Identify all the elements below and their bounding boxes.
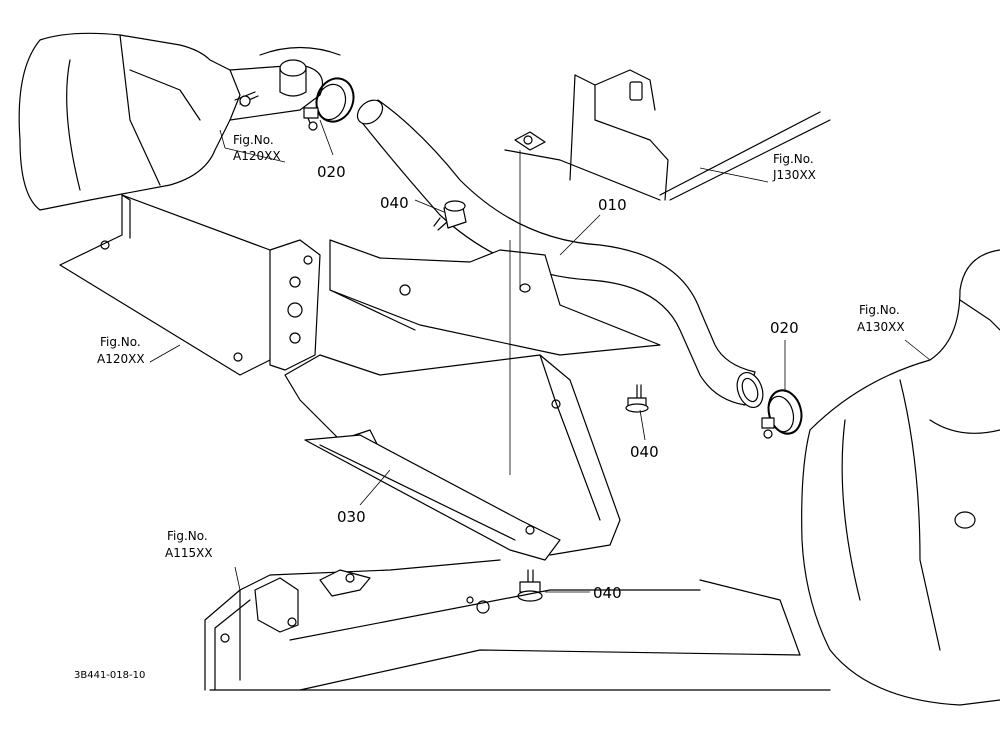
fig-ref-j130-code: J130XX [772, 168, 816, 182]
fig-ref-a130-heading: Fig.No. [859, 303, 900, 317]
engine-housing-right [801, 249, 1000, 706]
fig-ref-a120-top-code: A120XX [233, 149, 281, 163]
bracket-plate-left [59, 194, 321, 376]
bracket-top-right [504, 69, 831, 201]
part-label-030: 030 [337, 508, 366, 526]
part-label-020-right: 020 [770, 319, 799, 337]
fig-ref-a120-left-heading: Fig.No. [100, 335, 141, 349]
frame-bottom [204, 559, 831, 691]
radiator-hose [356, 99, 764, 409]
fig-ref-j130-heading: Fig.No. [773, 152, 814, 166]
engine-housing-top-left [18, 32, 341, 211]
fig-ref-a120-left-code: A120XX [97, 352, 145, 366]
cover-plate-030 [284, 239, 661, 561]
leader-lines [149, 119, 931, 593]
drawing-code: 3B441-018-10 [74, 670, 145, 681]
bolt-040-upper [433, 200, 467, 231]
hose-clamp-upper [303, 77, 355, 131]
part-label-020-upper: 020 [317, 163, 346, 181]
part-label-010: 010 [598, 196, 627, 214]
hose-clamp-right [761, 389, 803, 439]
fig-ref-a115-heading: Fig.No. [167, 529, 208, 543]
fig-ref-a120-top-heading: Fig.No. [233, 133, 274, 147]
bolt-040-middle [625, 384, 649, 413]
fig-ref-a130-code: A130XX [857, 320, 905, 334]
bolt-040-lower [517, 569, 543, 602]
part-label-040-lower: 040 [593, 584, 622, 602]
part-label-040-middle: 040 [630, 443, 659, 461]
fig-ref-a115-code: A115XX [165, 546, 213, 560]
part-label-040-upper: 040 [380, 194, 409, 212]
